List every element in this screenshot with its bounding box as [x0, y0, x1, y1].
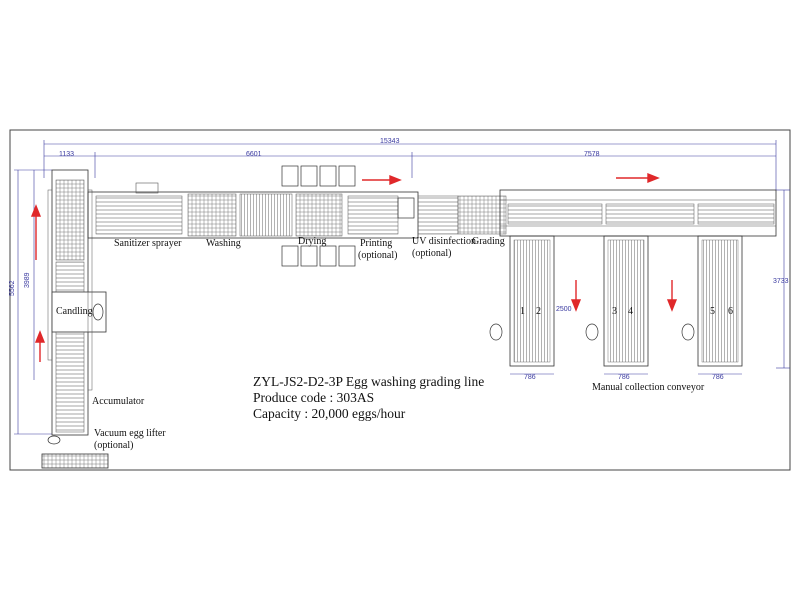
top-dimension-lines [43, 140, 777, 190]
dim-segment-middle: 6601 [246, 151, 262, 158]
label-sanitizer: Sanitizer sprayer [114, 238, 182, 249]
main-process-line [87, 182, 507, 239]
right-dimension-lines [776, 189, 790, 369]
dim-left-height-outer: 5562 [9, 280, 16, 296]
dim-conveyor-width-3: 786 [712, 374, 724, 381]
lane-number: 4 [628, 306, 633, 317]
vacuum-egg-lifter [41, 435, 109, 469]
drying-fans [281, 165, 356, 267]
dim-conveyor-width-1: 786 [524, 374, 536, 381]
dim-conveyor-length: 2500 [556, 306, 572, 313]
label-lifter: Vacuum egg lifter [94, 428, 166, 439]
dim-overall-length: 15343 [380, 138, 400, 145]
flow-arrows [30, 172, 678, 362]
model-title: ZYL-JS2-D2-3P Egg washing grading line [253, 374, 485, 389]
label-lifter-optional: (optional) [94, 440, 134, 451]
lane-number: 5 [710, 306, 715, 317]
drawing-border [9, 129, 791, 471]
vertical-accumulator-conveyor [47, 169, 107, 436]
label-uv-optional: (optional) [412, 248, 452, 259]
label-printing-optional: (optional) [358, 250, 398, 261]
dim-segment-left: 1133 [59, 151, 75, 158]
dim-conveyor-width-2: 786 [618, 374, 630, 381]
produce-code: Produce code : 303AS [253, 390, 375, 405]
label-grading: Grading [472, 236, 505, 247]
lane-number: 6 [728, 306, 733, 317]
dim-segment-right: 7578 [584, 151, 600, 158]
collection-conveyors [489, 235, 743, 375]
lane-number: 1 [520, 306, 525, 317]
grading-machine [499, 189, 777, 237]
lane-number: 3 [612, 306, 617, 317]
capacity: Capacity : 20,000 eggs/hour [253, 406, 406, 421]
left-dimension-lines [14, 169, 52, 435]
lane-number: 2 [536, 306, 541, 317]
label-washing: Washing [206, 238, 241, 249]
label-printing: Printing [360, 238, 393, 249]
label-uv: UV disinfection [412, 236, 476, 247]
title-block: ZYL-JS2-D2-3P Egg washing grading line P… [253, 374, 484, 422]
label-candling: Candling [56, 306, 93, 317]
dim-right-height: 3733 [773, 278, 789, 285]
label-drying: Drying [298, 236, 327, 247]
dim-left-height-inner: 3989 [24, 272, 31, 288]
label-accumulator: Accumulator [92, 396, 145, 407]
label-collection: Manual collection conveyor [592, 382, 705, 393]
